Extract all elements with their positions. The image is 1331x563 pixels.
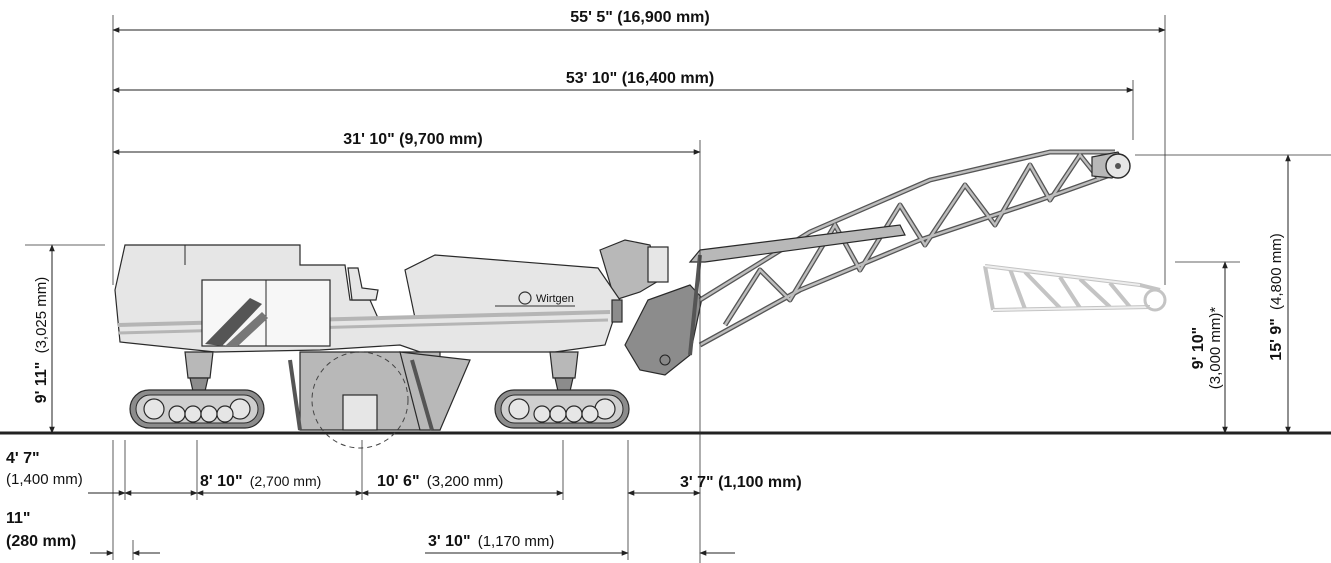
conveyor-joint-length-label: 31' 10" (9,700 mm) [343, 131, 482, 148]
conveyor-low-height-mm: (3,000 mm)* [1207, 307, 1224, 390]
front-overhang-ft: 4' 7" [6, 450, 40, 467]
overall-length-label: 53' 10" (16,400 mm) [566, 70, 714, 87]
machine-height-label: 9' 11" (3,025 mm) [33, 277, 50, 404]
conveyor-low-height-ft: 9' 10" [1190, 327, 1207, 370]
dimension-lines [49, 27, 1291, 556]
rear-offset-ft: 3' 10" [428, 533, 471, 550]
conveyor-belt [624, 149, 1131, 376]
machine-height-mm: (3,025 mm) [33, 277, 50, 354]
drum-to-track-mm: (3,200 mm) [427, 473, 504, 490]
machine-body: Wirtgen [114, 244, 623, 353]
track-to-drum-label: 8' 10" (2,700 mm) [200, 473, 321, 490]
front-offset-mm: (280 mm) [6, 533, 76, 550]
dimension-labels: 55' 5" (16,900 mm) 53' 10" (16,400 mm) 3… [6, 9, 1285, 550]
rear-overhang-label: 3' 7" (1,100 mm) [680, 474, 802, 491]
track-to-drum-ft: 8' 10" [200, 473, 243, 490]
overall-length-max-label: 55' 5" (16,900 mm) [570, 9, 709, 26]
brand-logo-text: Wirtgen [536, 293, 574, 305]
drum-to-track-label: 10' 6" (3,200 mm) [377, 473, 503, 490]
front-overhang-mm: (1,400 mm) [6, 471, 83, 488]
rear-track [494, 351, 630, 429]
track-to-drum-mm: (2,700 mm) [250, 473, 322, 489]
machine-height-ft: 9' 11" [33, 362, 50, 404]
milling-machine: Wirtgen [0, 149, 1331, 449]
conveyor-lowered-ghost [983, 264, 1167, 312]
conveyor-max-height-label: 15' 9" (4,800 mm) [1268, 233, 1285, 360]
conveyor-max-height-ft: 15' 9" [1268, 318, 1285, 361]
front-track [129, 351, 265, 429]
rear-offset-label: 3' 10" (1,170 mm) [428, 533, 554, 550]
milling-drum [288, 351, 471, 449]
rear-offset-mm: (1,170 mm) [478, 533, 555, 550]
brand-logo: Wirtgen [495, 291, 575, 307]
drum-to-track-ft: 10' 6" [377, 473, 420, 490]
front-offset-ft: 11" [6, 510, 31, 527]
conveyor-max-height-mm: (4,800 mm) [1268, 233, 1285, 310]
